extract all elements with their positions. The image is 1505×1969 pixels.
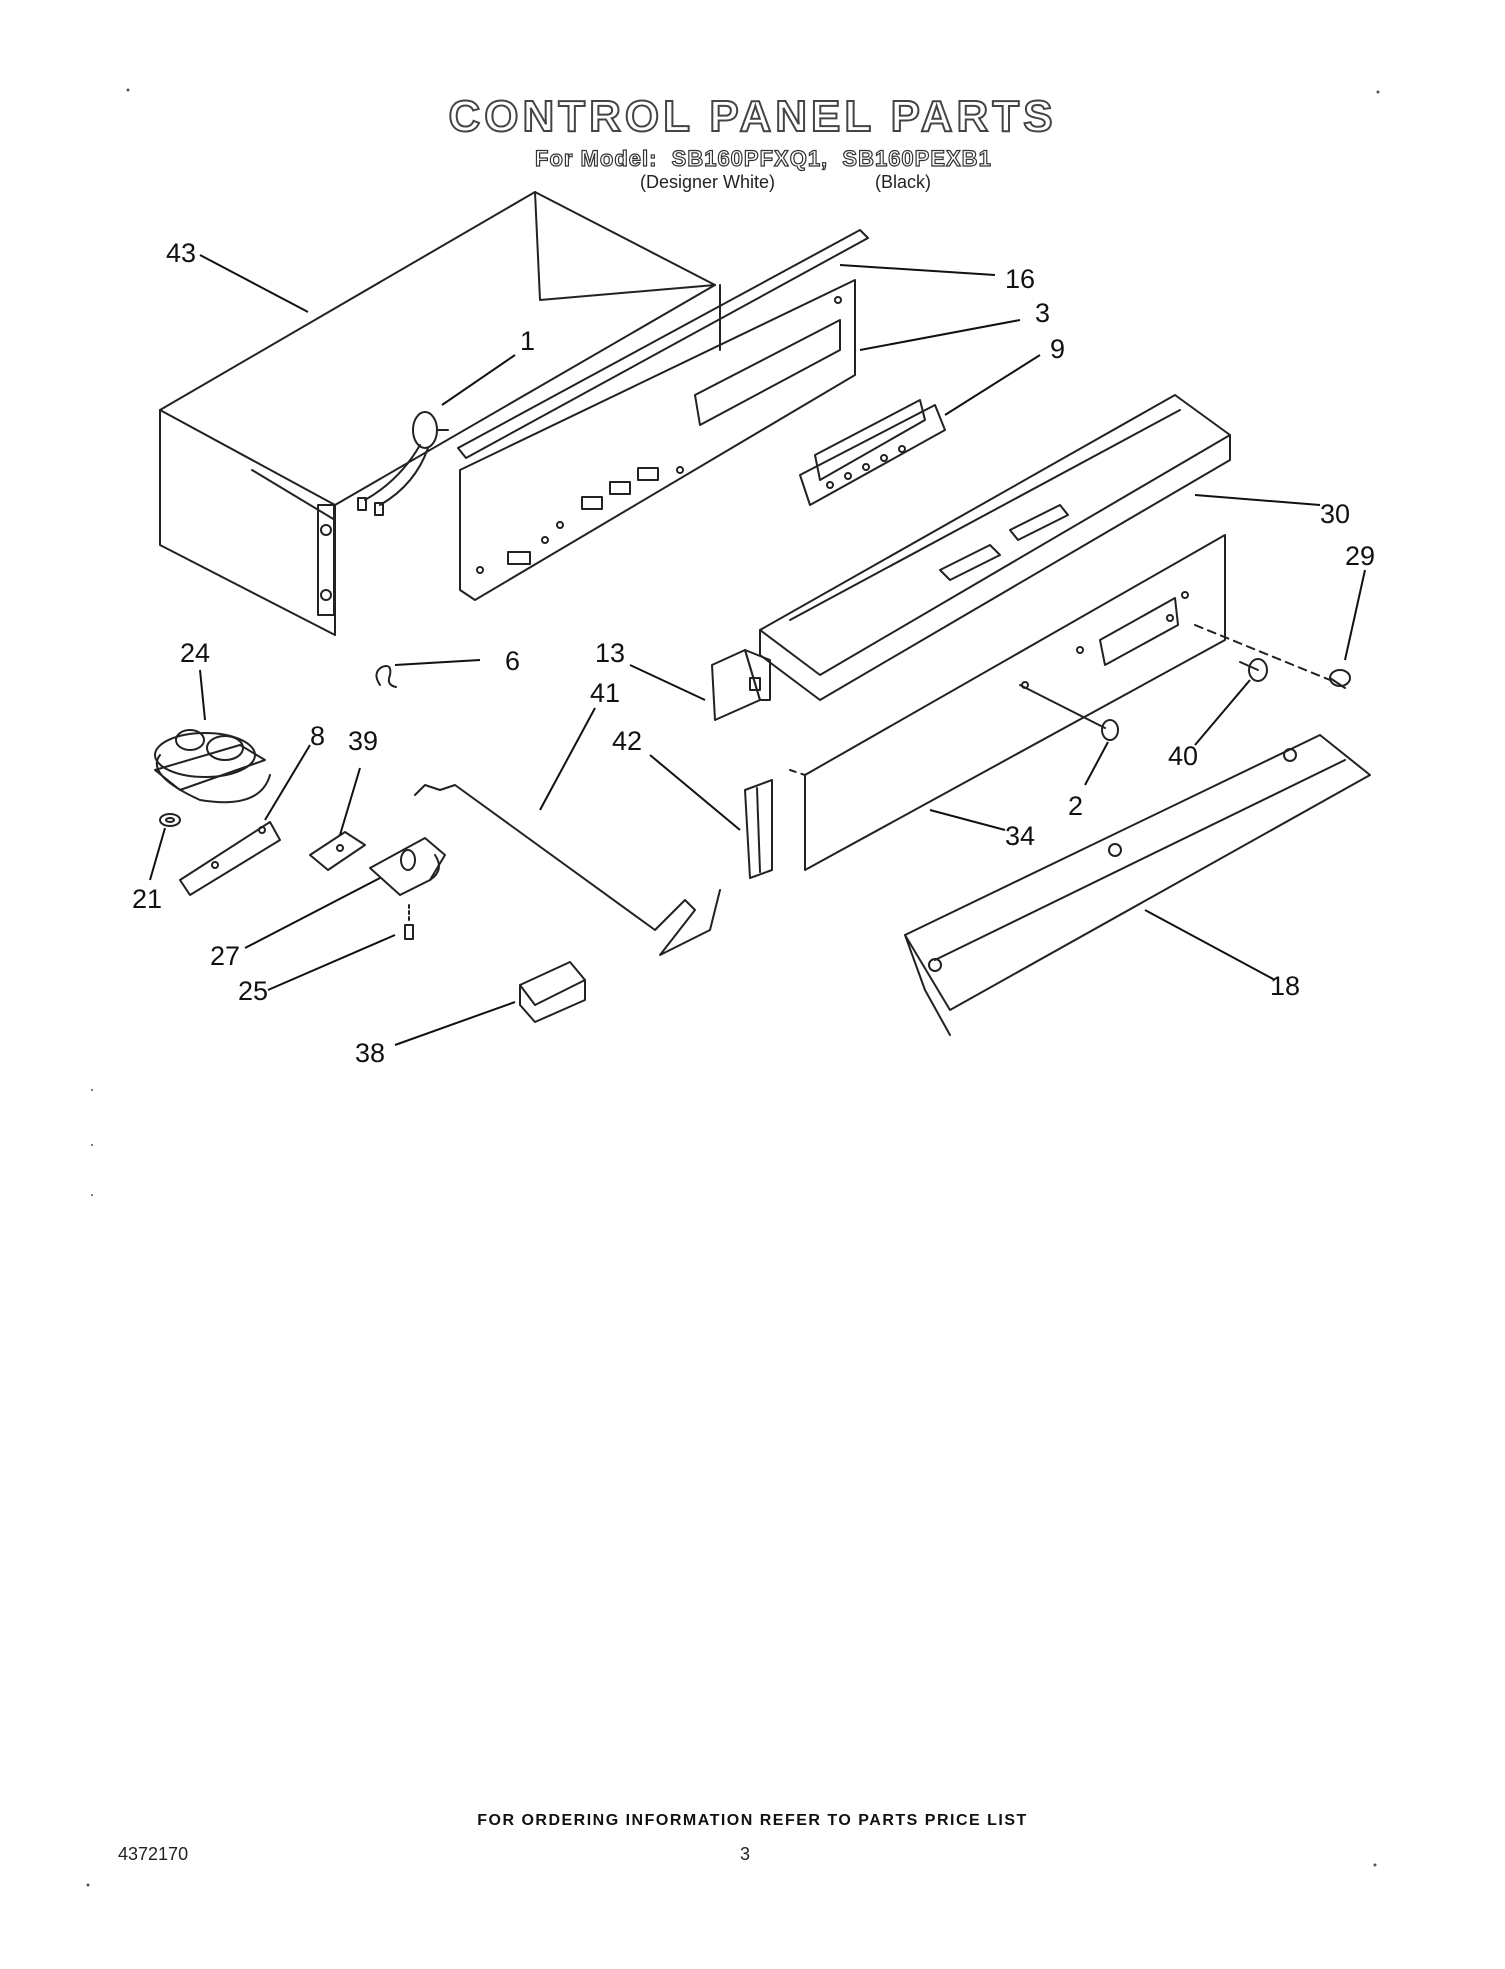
callout-29: 29: [1345, 541, 1375, 571]
leader-38: [394, 1001, 516, 1046]
callout-13: 13: [595, 638, 625, 668]
part-21-washer: [159, 813, 181, 827]
leader-18: [1144, 909, 1276, 981]
callout-41: 41: [590, 678, 620, 708]
callout-16: 16: [1005, 264, 1035, 294]
part-29-cap: [1329, 669, 1351, 689]
leader-41: [539, 707, 596, 811]
callout-18: 18: [1270, 971, 1300, 1001]
callout-labels: 43 16 3 9 1 30 29 24 6 13 41 8 39 42 40 …: [132, 238, 1375, 1068]
variant-label-black: (Black): [875, 172, 932, 192]
document-number: 4372170: [118, 1844, 189, 1864]
leader-30: [1194, 494, 1321, 506]
leader-lines: [149, 254, 1366, 1046]
part-1-switch: [357, 411, 449, 516]
leader-29: [1344, 569, 1366, 661]
model-numbers: For Model: SB160PFXQ1, SB160PEXB1: [534, 145, 992, 171]
leader-34: [929, 809, 1006, 831]
callout-6: 6: [505, 646, 520, 676]
callout-3: 3: [1035, 298, 1050, 328]
scan-specks: [86, 88, 1380, 1887]
callout-9: 9: [1050, 334, 1065, 364]
leader-8: [264, 744, 311, 821]
part-38-block: [519, 961, 586, 1023]
page-title: CONTROL PANEL PARTS: [447, 91, 1057, 142]
leader-6: [394, 659, 481, 666]
part-9-display-board: [799, 399, 946, 506]
leader-1: [441, 354, 516, 406]
part-43-housing: [159, 191, 721, 636]
variant-label-white: (Designer White): [640, 172, 776, 192]
ordering-note: FOR ORDERING INFORMATION REFER TO PARTS …: [477, 1812, 1028, 1829]
leader-27: [244, 877, 381, 949]
leader-43: [199, 254, 309, 313]
part-2-button: [1019, 684, 1119, 741]
callout-38: 38: [355, 1038, 385, 1068]
part-8-lever: [179, 821, 281, 896]
part-30-top-trim: [759, 394, 1231, 701]
callout-43: 43: [166, 238, 196, 268]
leader-9: [944, 354, 1041, 416]
leader-13: [629, 664, 706, 701]
part-18-base-rail: [904, 734, 1371, 1036]
callout-24: 24: [180, 638, 210, 668]
callout-8: 8: [310, 721, 325, 751]
part-42-channel: [744, 769, 806, 879]
page-number: 3: [740, 1844, 751, 1864]
part-6-clip: [375, 665, 397, 688]
callout-25: 25: [238, 976, 268, 1006]
part-13-bracket: [711, 649, 771, 721]
callout-40: 40: [1168, 741, 1198, 771]
leader-21: [149, 827, 166, 881]
leader-3: [859, 319, 1021, 351]
part-16-rod: [457, 229, 869, 459]
leader-40: [1194, 679, 1251, 746]
leader-42: [649, 754, 741, 831]
leader-2: [1084, 741, 1109, 786]
part-25-screw: [404, 904, 414, 940]
callout-42: 42: [612, 726, 642, 756]
part-41-wire-rod: [414, 784, 721, 956]
leader-39: [339, 767, 361, 836]
part-39-latch-plate: [309, 831, 366, 871]
callout-30: 30: [1320, 499, 1350, 529]
callout-34: 34: [1005, 821, 1035, 851]
callout-27: 27: [210, 941, 240, 971]
part-24-motor: [154, 729, 271, 804]
callout-21: 21: [132, 884, 162, 914]
callout-1: 1: [520, 326, 535, 356]
part-3-bracket: [459, 279, 856, 601]
part-40-screw: [1239, 658, 1268, 682]
leader-24: [199, 669, 206, 721]
part-27-latch: [369, 837, 446, 896]
leader-16: [839, 264, 996, 276]
callout-39: 39: [348, 726, 378, 756]
callout-2: 2: [1068, 791, 1083, 821]
leader-25: [267, 934, 396, 991]
